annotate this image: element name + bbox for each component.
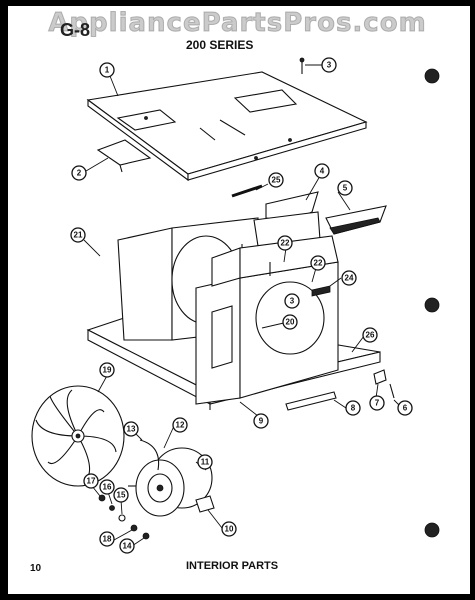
callout-10: 10	[221, 521, 237, 537]
callout-19: 19	[99, 362, 115, 378]
series-title: 200 SERIES	[186, 38, 254, 52]
svg-text:3: 3	[327, 61, 332, 70]
cover-bracket	[96, 139, 152, 173]
rod-part	[231, 184, 263, 198]
clip-hardware	[373, 369, 395, 399]
svg-text:19: 19	[103, 366, 112, 375]
callout-4: 4	[314, 163, 330, 179]
callout-24: 24	[341, 270, 357, 286]
motor-hardware	[98, 494, 150, 540]
section-title: INTERIOR PARTS	[186, 560, 279, 572]
callout-5: 5	[337, 180, 353, 196]
callout-22: 22	[277, 235, 293, 251]
callout-2: 2	[71, 165, 87, 181]
callout-14: 14	[119, 538, 135, 554]
callout-13: 13	[123, 421, 139, 437]
motor-wire	[139, 439, 160, 471]
svg-text:20: 20	[286, 318, 295, 327]
svg-text:9: 9	[259, 417, 264, 426]
callout-3: 3	[284, 293, 300, 309]
callout-6: 6	[397, 400, 413, 416]
svg-text:22: 22	[281, 239, 290, 248]
svg-text:24: 24	[345, 274, 354, 283]
callout-16: 16	[99, 479, 115, 495]
svg-text:8: 8	[351, 404, 356, 413]
watermark: AppliancePartsPros.com	[48, 8, 427, 39]
callout-7: 7	[369, 395, 385, 411]
callout-1: 1	[99, 62, 115, 78]
callout-18: 18	[99, 531, 115, 547]
bottom-strip	[285, 391, 337, 411]
baffle	[325, 205, 387, 235]
callout-12: 12	[172, 417, 188, 433]
svg-text:15: 15	[117, 491, 126, 500]
screw	[299, 57, 305, 74]
svg-text:21: 21	[74, 231, 83, 240]
page-code: G-8	[60, 20, 91, 40]
svg-text:3: 3	[290, 297, 295, 306]
svg-text:18: 18	[103, 535, 112, 544]
callout-26: 26	[362, 327, 378, 343]
callout-9: 9	[253, 413, 269, 429]
svg-text:2: 2	[77, 169, 82, 178]
fan-shroud	[195, 235, 339, 405]
page-number: 10	[30, 563, 42, 574]
svg-text:22: 22	[314, 259, 323, 268]
callout-3: 3	[321, 57, 337, 73]
callout-17: 17	[83, 473, 99, 489]
binder-hole	[424, 297, 440, 313]
motor-mount-plate	[195, 495, 215, 513]
callout-8: 8	[345, 400, 361, 416]
callout-25: 25	[268, 172, 284, 188]
svg-text:7: 7	[375, 399, 380, 408]
binder-hole	[424, 522, 440, 538]
callout-15: 15	[113, 487, 129, 503]
svg-text:11: 11	[201, 458, 210, 467]
callout-22: 22	[310, 255, 326, 271]
svg-text:14: 14	[123, 542, 132, 551]
svg-text:17: 17	[87, 477, 96, 486]
svg-text:13: 13	[127, 425, 136, 434]
svg-text:25: 25	[272, 176, 281, 185]
svg-text:12: 12	[176, 421, 185, 430]
svg-text:6: 6	[403, 404, 408, 413]
top-cover-panel	[86, 71, 368, 182]
binder-hole	[424, 68, 440, 84]
svg-text:10: 10	[225, 525, 234, 534]
callout-20: 20	[282, 314, 298, 330]
svg-text:26: 26	[366, 331, 375, 340]
svg-text:1: 1	[105, 66, 110, 75]
svg-text:16: 16	[103, 483, 112, 492]
callout-11: 11	[197, 454, 213, 470]
svg-text:5: 5	[343, 184, 348, 193]
fan-blade	[31, 385, 125, 487]
svg-text:4: 4	[320, 167, 325, 176]
callout-21: 21	[70, 227, 86, 243]
